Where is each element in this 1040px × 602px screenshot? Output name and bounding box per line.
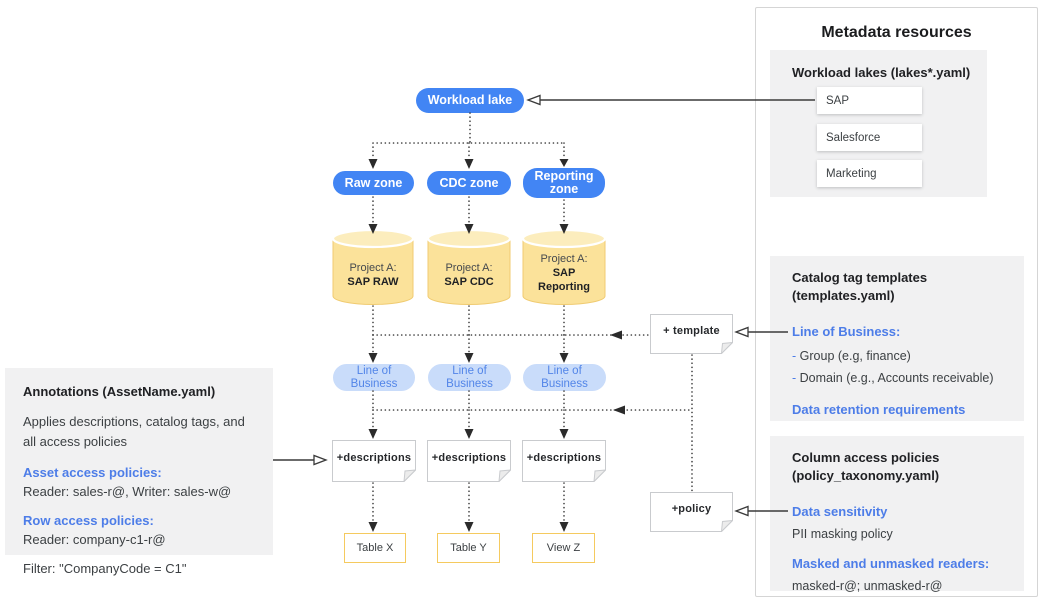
template-bullet-group: - Group (e.g, finance) bbox=[792, 345, 1008, 367]
asset-policies-label: Asset access policies: bbox=[23, 465, 162, 480]
lob-tag-3: Line of Business bbox=[523, 364, 606, 391]
project-prefix: Project A: bbox=[349, 261, 397, 274]
lob-tag-1: Line of Business bbox=[333, 364, 415, 391]
project-name: SAP Reporting bbox=[538, 266, 590, 293]
project-prefix: Project A: bbox=[540, 252, 588, 265]
lake-card-salesforce: Salesforce bbox=[817, 124, 922, 151]
data-sensitivity-value: PII masking policy bbox=[792, 527, 893, 541]
catalog-templates-section: Catalog tag templates (templates.yaml) L… bbox=[770, 256, 1024, 421]
lake-card-sap: SAP bbox=[817, 87, 922, 114]
metadata-panel-title: Metadata resources bbox=[821, 24, 972, 41]
descriptions-label: +descriptions bbox=[336, 452, 412, 464]
project-prefix: Project A: bbox=[445, 261, 493, 274]
project-label: Project A: SAP Reporting bbox=[527, 239, 601, 306]
project-sap-raw-cylinder: Project A: SAP RAW bbox=[332, 229, 414, 306]
reporting-zone-label: Reporting zone bbox=[534, 169, 594, 196]
note-shape bbox=[650, 492, 733, 532]
lob-template-heading: Line of Business: bbox=[792, 324, 901, 339]
database-cylinder-icon bbox=[427, 229, 511, 305]
bullet-text: Domain (e.g., Accounts receivable) bbox=[799, 371, 994, 385]
workload-lakes-heading: Workload lakes (lakes*.yaml) bbox=[792, 65, 971, 80]
lake-card-marketing: Marketing bbox=[817, 160, 922, 187]
reporting-zone-node: Reporting zone bbox=[523, 168, 605, 198]
raw-zone-label: Raw zone bbox=[344, 175, 403, 190]
descriptions-note-1: +descriptions bbox=[332, 440, 416, 482]
annotations-title: Annotations (AssetName.yaml) bbox=[23, 384, 216, 399]
column-policies-heading: Column access policies (policy_taxonomy.… bbox=[792, 450, 940, 483]
row-policies-value: Reader: company-c1-r@ bbox=[23, 532, 166, 547]
row-policies-label: Row access policies: bbox=[23, 513, 154, 528]
table-x-label: Table X bbox=[356, 542, 394, 554]
template-bullet-domain: - Domain (e.g., Accounts receivable) bbox=[792, 367, 1008, 389]
cdc-zone-label: CDC zone bbox=[439, 175, 499, 190]
table-y-label: Table Y bbox=[450, 542, 487, 554]
descriptions-note-2: +descriptions bbox=[427, 440, 511, 482]
annotations-body: Applies descriptions, catalog tags, and … bbox=[23, 414, 245, 449]
note-shape bbox=[332, 440, 416, 482]
workload-lakes-section: Workload lakes (lakes*.yaml) SAP Salesfo… bbox=[770, 50, 987, 197]
table-y-node: Table Y bbox=[437, 533, 500, 563]
project-sap-reporting-cylinder: Project A: SAP Reporting bbox=[522, 229, 606, 306]
note-shape bbox=[427, 440, 511, 482]
project-sap-cdc-cylinder: Project A: SAP CDC bbox=[427, 229, 511, 306]
template-label: + template bbox=[663, 325, 720, 337]
view-z-node: View Z bbox=[532, 533, 595, 563]
template-note: + template bbox=[650, 314, 733, 354]
lob-tag-2: Line of Business bbox=[428, 364, 511, 391]
note-shape bbox=[650, 314, 733, 354]
column-policies-section: Column access policies (policy_taxonomy.… bbox=[770, 436, 1024, 593]
policy-label: +policy bbox=[671, 503, 712, 515]
annotations-panel: Annotations (AssetName.yaml) Applies des… bbox=[5, 368, 273, 576]
bullet-dash: - bbox=[792, 371, 797, 385]
filter-value: Filter: "CompanyCode = C1" bbox=[23, 561, 187, 576]
table-x-node: Table X bbox=[344, 533, 406, 563]
retention-heading: Data retention requirements bbox=[792, 402, 966, 417]
readers-label: Masked and unmasked readers: bbox=[792, 556, 990, 571]
project-name: SAP RAW bbox=[347, 275, 399, 288]
view-z-label: View Z bbox=[546, 542, 581, 554]
descriptions-label: +descriptions bbox=[526, 452, 602, 464]
descriptions-note-3: +descriptions bbox=[522, 440, 606, 482]
lob-label: Line of Business bbox=[350, 364, 398, 390]
workload-lake-label: Workload lake bbox=[427, 93, 513, 107]
raw-zone-node: Raw zone bbox=[333, 171, 414, 195]
lake-card-label: Salesforce bbox=[826, 131, 881, 144]
policy-note: +policy bbox=[650, 492, 733, 532]
lake-card-label: SAP bbox=[826, 94, 850, 107]
descriptions-label: +descriptions bbox=[431, 452, 507, 464]
lob-label: Line of Business bbox=[541, 364, 588, 390]
readers-value: masked-r@; unmasked-r@ bbox=[792, 579, 943, 593]
bullet-dash: - bbox=[792, 349, 797, 363]
cdc-zone-node: CDC zone bbox=[427, 171, 511, 195]
bullet-text: Group (e.g, finance) bbox=[799, 349, 911, 363]
workload-lake-node: Workload lake bbox=[416, 88, 524, 113]
metadata-resources-panel: Metadata resources Workload lakes (lakes… bbox=[755, 7, 1038, 597]
project-label: Project A: SAP RAW bbox=[337, 243, 409, 306]
note-shape bbox=[522, 440, 606, 482]
lob-label: Line of Business bbox=[446, 364, 493, 390]
catalog-templates-heading: Catalog tag templates (templates.yaml) bbox=[792, 270, 928, 303]
project-label: Project A: SAP CDC bbox=[432, 243, 506, 306]
project-name: SAP CDC bbox=[444, 275, 494, 288]
data-sensitivity-label: Data sensitivity bbox=[792, 504, 888, 519]
lake-card-label: Marketing bbox=[826, 167, 877, 180]
asset-policies-value: Reader: sales-r@, Writer: sales-w@ bbox=[23, 484, 232, 499]
